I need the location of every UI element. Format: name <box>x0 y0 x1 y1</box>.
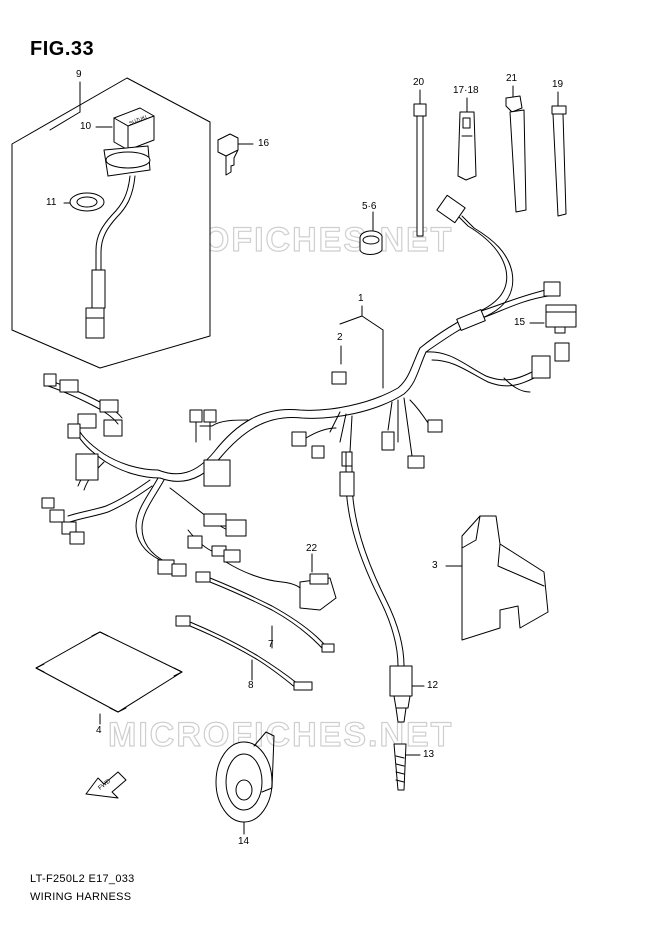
callout-20: 20 <box>413 77 425 88</box>
sub-harness-8 <box>175 615 313 691</box>
callout-3: 3 <box>432 560 438 571</box>
callout-12: 12 <box>427 680 439 691</box>
callout-13: 13 <box>423 749 435 760</box>
callout-22: 22 <box>306 543 318 554</box>
callout-17-18: 17·18 <box>453 85 479 96</box>
ignition-switch-assembly: SUZUKI <box>11 77 211 369</box>
callout-2: 2 <box>337 332 343 343</box>
callout-9: 9 <box>76 69 82 80</box>
group-box-9 <box>11 77 211 369</box>
callout-10: 10 <box>80 121 92 132</box>
figure-title: FIG.33 <box>30 38 95 60</box>
clamp-icon-5-6 <box>359 211 383 255</box>
cable-tie-icon-20 <box>413 89 427 237</box>
callout-1: 1 <box>358 293 364 304</box>
sub-harness-7 <box>195 571 335 653</box>
main-harness <box>41 194 577 667</box>
callout-21: 21 <box>506 73 518 84</box>
callout-5-6: 5·6 <box>362 201 377 212</box>
relay-connector-icon <box>545 304 577 334</box>
key-icon <box>217 133 254 176</box>
handlebar-switch-icon <box>225 553 337 611</box>
callout-19: 19 <box>552 79 564 90</box>
sensor-icon <box>389 665 425 723</box>
callout-16: 16 <box>258 138 270 149</box>
clamp-icon-17-18 <box>457 97 477 181</box>
figure-name: WIRING HARNESS <box>30 891 132 903</box>
bolt-icon <box>393 743 421 791</box>
callout-8: 8 <box>248 680 254 691</box>
callout-11: 11 <box>46 197 57 208</box>
horn-icon <box>215 731 275 835</box>
figure-code: LT-F250L2 E17_033 <box>30 873 135 885</box>
callout-14: 14 <box>238 836 250 847</box>
callout-7: 7 <box>268 639 274 650</box>
cable-tie-icon-19 <box>551 91 567 217</box>
fwd-arrow-icon: FWD <box>85 771 127 799</box>
ignition-switch-icon: SUZUKI <box>85 107 155 339</box>
leaders-1-2 <box>339 305 384 389</box>
callout-15: 15 <box>514 317 526 328</box>
clamp-icon-21 <box>505 85 527 213</box>
lock-nut-icon <box>69 192 105 212</box>
harness-cover-icon <box>445 515 549 641</box>
label-sheet-icon <box>35 631 183 725</box>
callout-4: 4 <box>96 725 102 736</box>
